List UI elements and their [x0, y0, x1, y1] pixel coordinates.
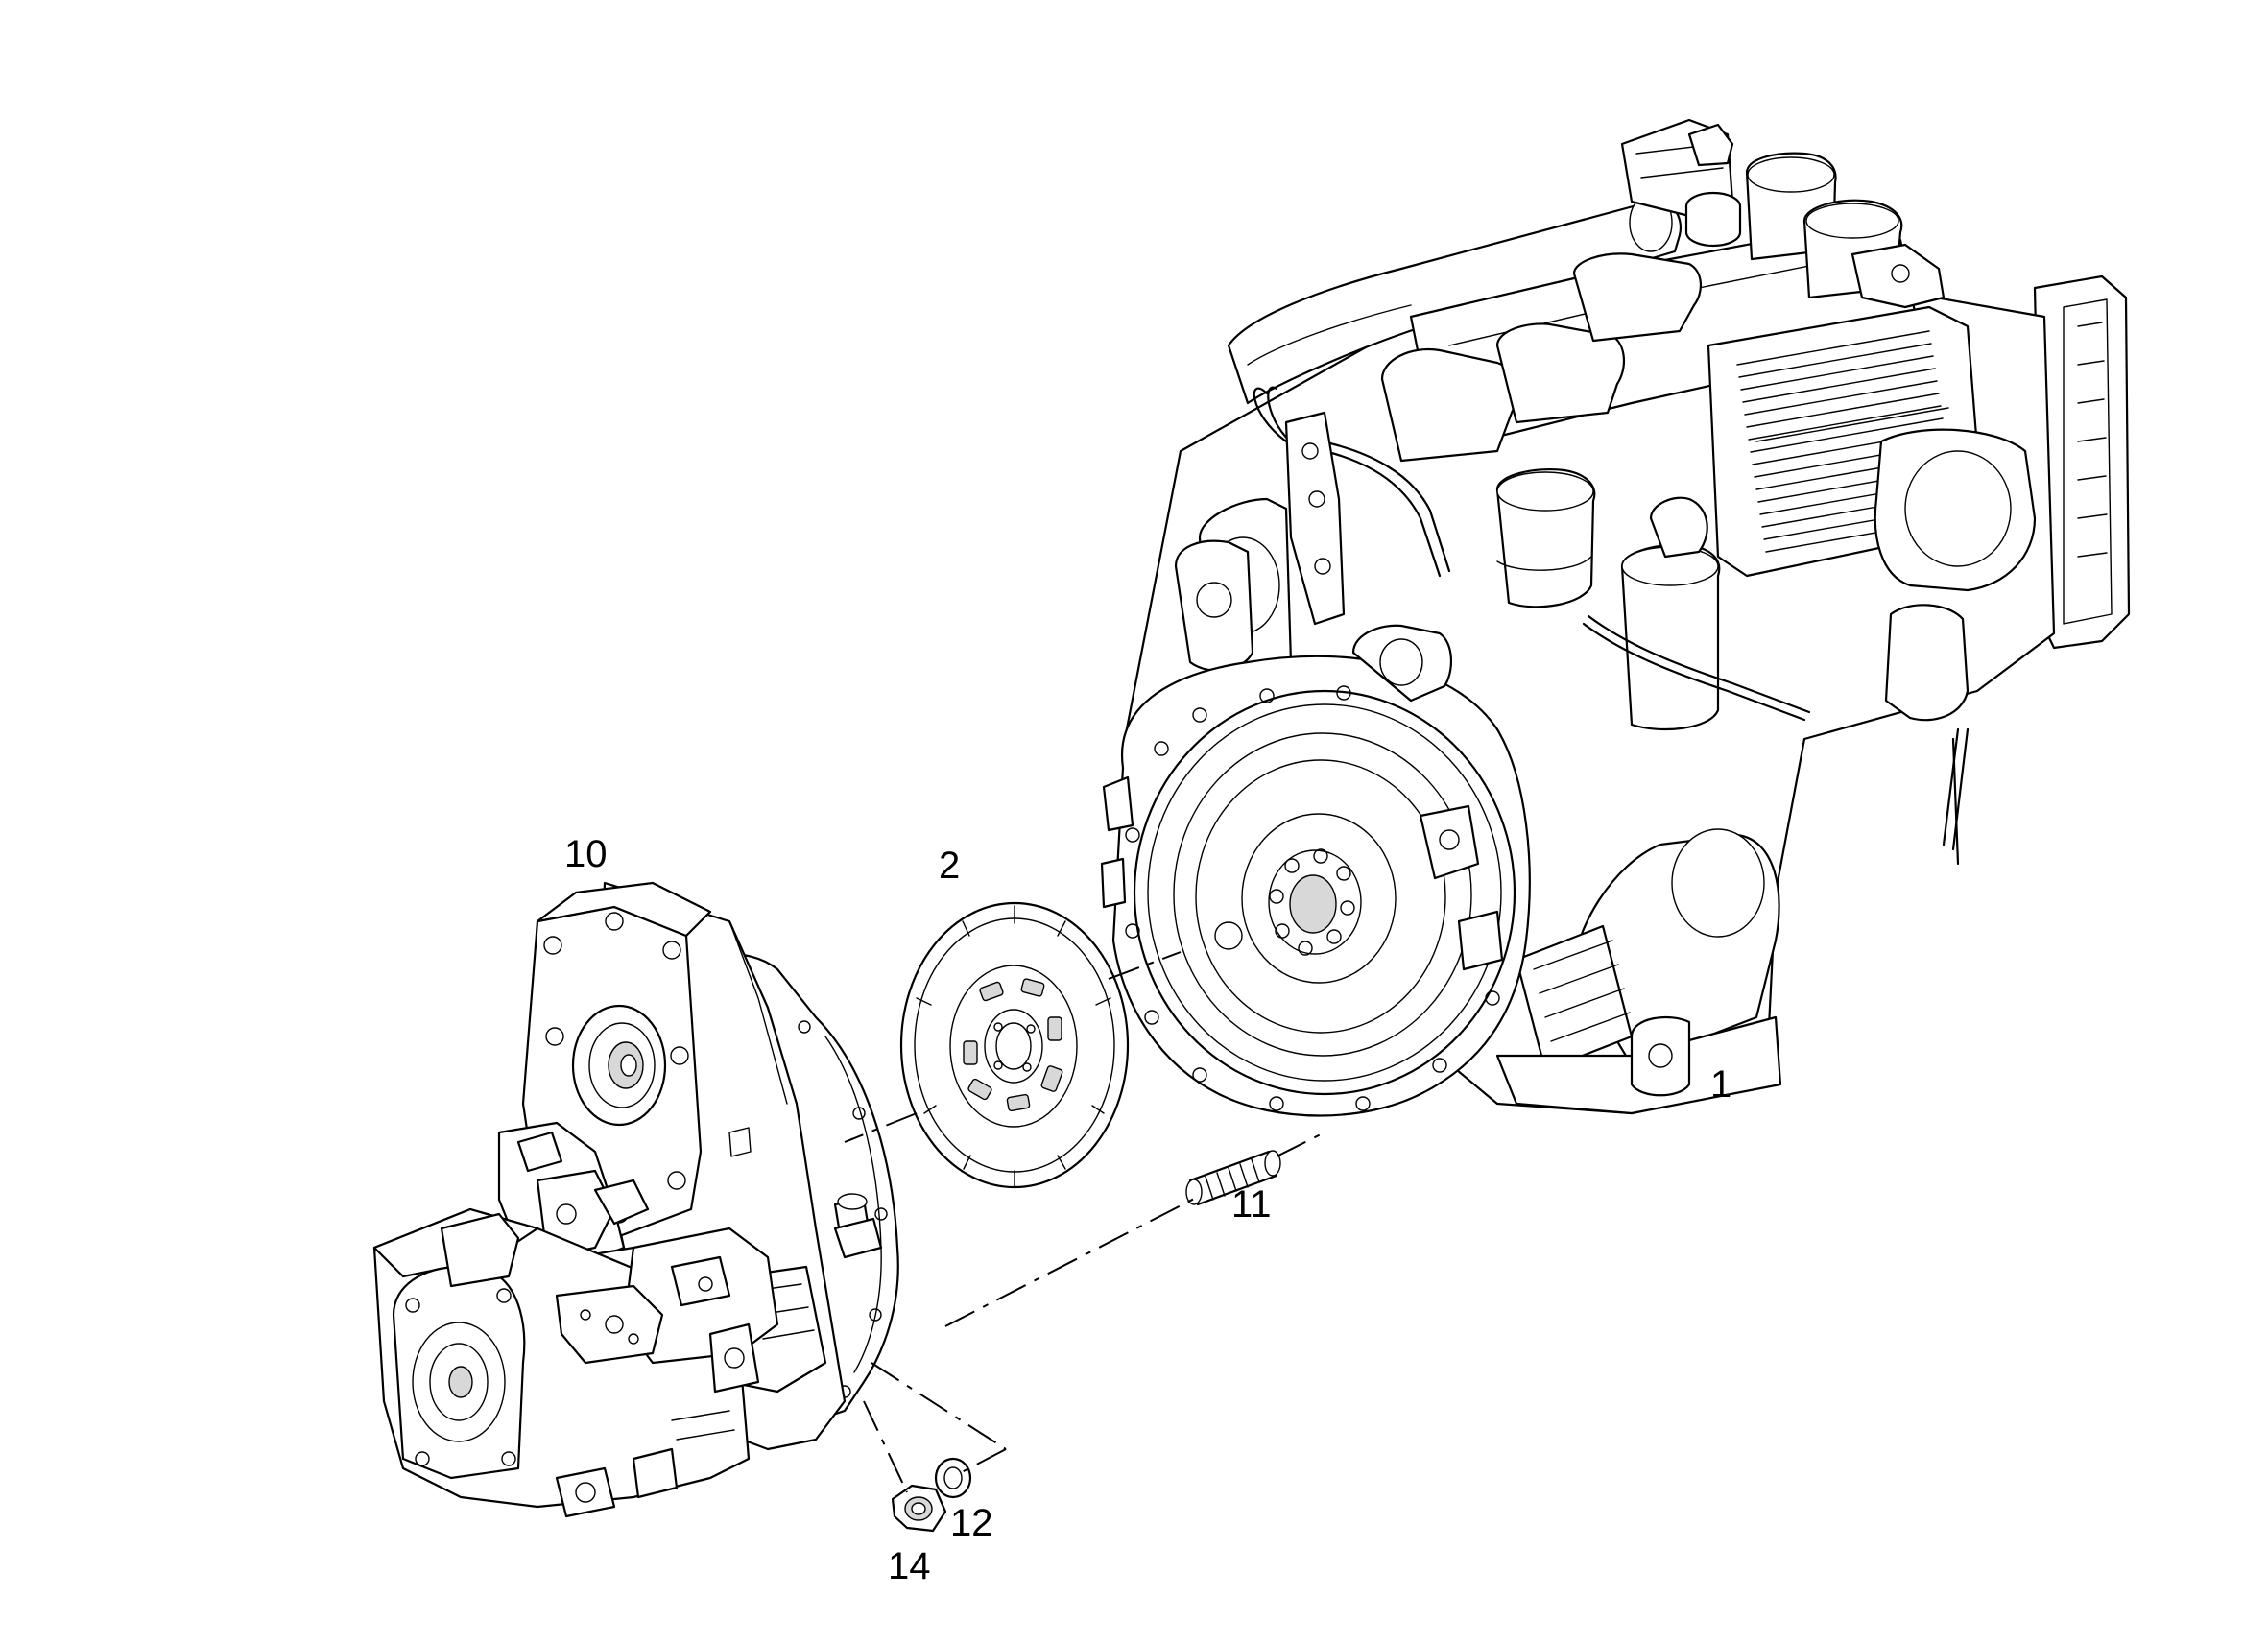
- engine-assembly: [1100, 118, 2131, 1117]
- callout-1: 1: [1710, 1063, 1732, 1106]
- callout-2: 2: [939, 845, 961, 887]
- callout-10: 10: [564, 833, 608, 875]
- pump-assembly: [372, 881, 899, 1518]
- assembly-centerlines: [844, 951, 1325, 1493]
- stud-pin: [1185, 1150, 1281, 1206]
- callout-12: 12: [950, 1502, 993, 1544]
- clutch-disc: [899, 901, 1130, 1189]
- washer: [934, 1457, 972, 1499]
- callout-14: 14: [888, 1545, 931, 1587]
- nut: [891, 1484, 947, 1533]
- callout-11: 11: [1231, 1183, 1272, 1226]
